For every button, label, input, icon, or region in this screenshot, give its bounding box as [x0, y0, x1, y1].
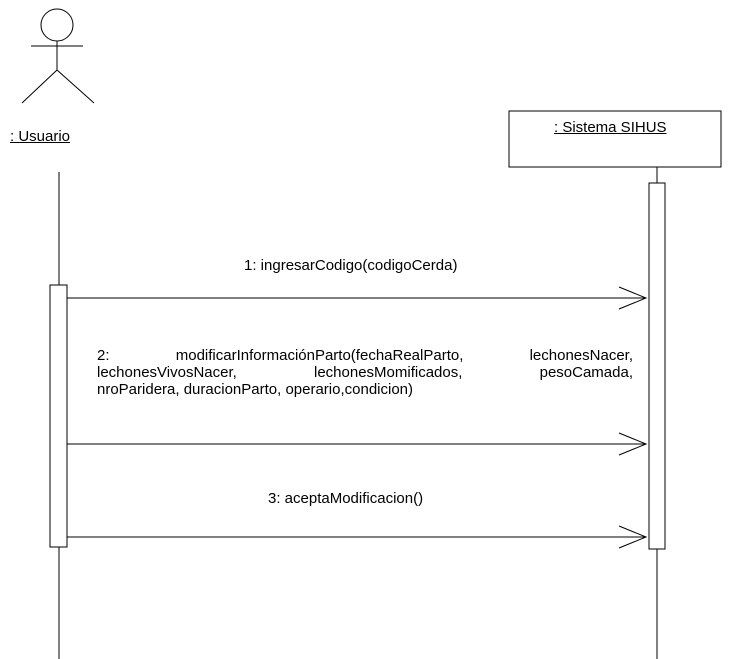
- message-3-label: 3: aceptaModificacion(): [268, 490, 424, 507]
- message-2-line-3: nroParidera, duracionParto, operario,con…: [97, 381, 414, 398]
- message-2-label: 2: modificarInformaciónParto(fechaRealPa…: [97, 347, 633, 398]
- sistema-object-box: [508, 110, 722, 168]
- message-1-arrow: [67, 286, 648, 310]
- message-1-label: 1: ingresarCodigo(codigoCerda): [244, 257, 458, 274]
- actor-usuario-figure: [21, 8, 95, 104]
- actor-left-leg: [21, 69, 58, 104]
- usuario-activation-bar: [49, 284, 68, 548]
- message-2-line-1: 2: modificarInformaciónParto(fechaRealPa…: [97, 347, 633, 364]
- message-2-arrow: [67, 432, 648, 456]
- actor-usuario-label: : Usuario: [10, 128, 71, 145]
- actor-right-leg: [56, 69, 95, 104]
- message-2-line-2: lechonesVivosNacer, lechonesMomificados,…: [97, 364, 633, 381]
- actor-sistema-label: : Sistema SIHUS: [554, 119, 667, 136]
- sistema-activation-bar: [648, 182, 666, 550]
- message-3-arrow: [67, 525, 648, 549]
- actor-head: [40, 8, 74, 42]
